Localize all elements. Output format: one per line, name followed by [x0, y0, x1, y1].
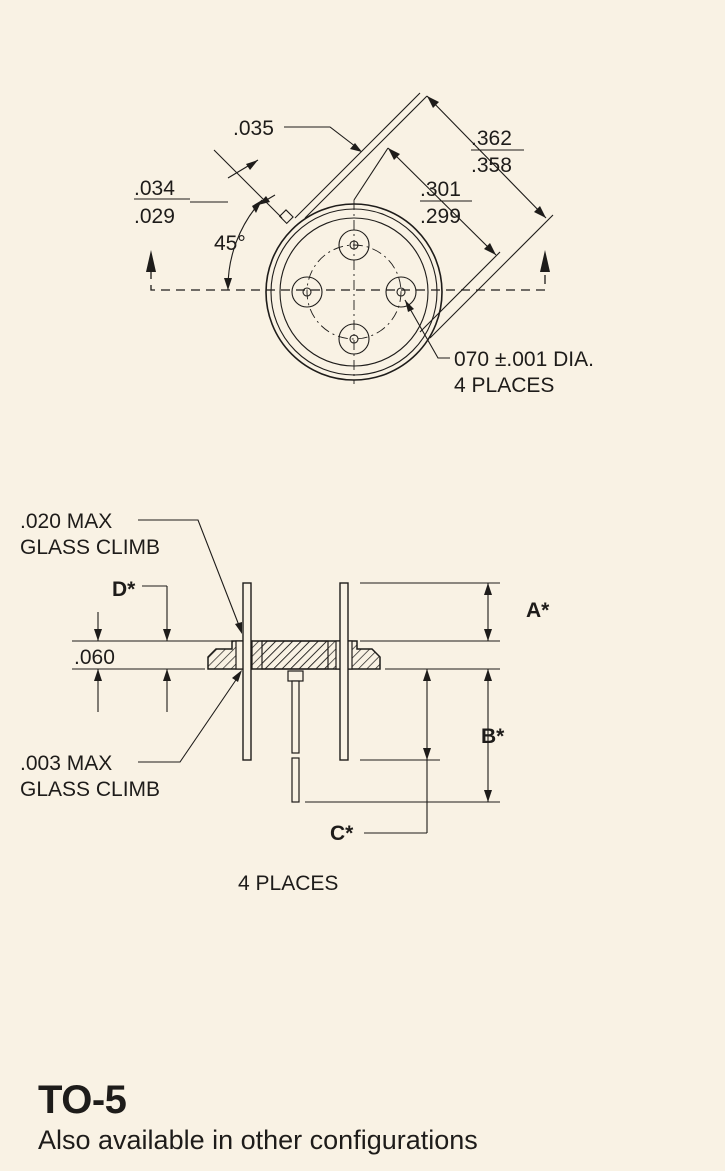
dim-line-362	[426, 95, 547, 219]
header-section	[207, 640, 381, 670]
leader-pin-dia	[404, 299, 450, 359]
leader-035	[284, 126, 361, 151]
leader-glass-top	[138, 519, 241, 629]
arrow-362-b	[534, 206, 546, 218]
dim-060-label: .060	[74, 646, 115, 669]
label-d: D*	[112, 578, 136, 601]
glass-top-line2: GLASS CLIMB	[20, 536, 160, 559]
caption: TO-5 Also available in other configurati…	[38, 1078, 478, 1156]
arrow-034-a	[246, 160, 258, 170]
dim-301-label: .301	[420, 178, 461, 201]
side-view: .020 MAX GLASS CLIMB D* .060 A* B* C* .0…	[20, 510, 550, 895]
ext-line-6	[353, 147, 389, 201]
arrow-angle-bottom	[224, 278, 232, 290]
leader-glass-bottom	[138, 673, 241, 763]
dim-299-label: .299	[420, 205, 461, 228]
label-a: A*	[526, 599, 550, 622]
pin-places-label: 4 PLACES	[454, 374, 554, 397]
arrow-362-a	[427, 96, 439, 108]
places-label: 4 PLACES	[238, 872, 338, 895]
section-arrow-left	[146, 250, 156, 272]
glass-bottom-line1: .003 MAX	[20, 752, 112, 775]
package-subtitle: Also available in other configurations	[38, 1125, 478, 1155]
pin-right-side	[339, 582, 349, 761]
pin-bottom	[338, 323, 370, 355]
arrow-301-b	[484, 243, 496, 255]
dim-034-label: .034	[134, 177, 175, 200]
ext-line-2	[294, 92, 421, 219]
angle-label: 45°	[214, 232, 246, 255]
dim-029-label: .029	[134, 205, 175, 228]
arrow-angle-top	[252, 200, 262, 213]
arrow-pin-dia	[405, 300, 414, 312]
pin-ground	[287, 670, 304, 803]
pin-left-side	[242, 582, 252, 761]
pin-top	[338, 229, 370, 261]
pin-left	[291, 276, 323, 308]
arrow-035	[350, 143, 362, 152]
ext-line-3	[304, 95, 428, 219]
dim-362-label: .362	[471, 127, 512, 150]
label-b: B*	[481, 725, 505, 748]
top-view: .035 .034 .029 45° .362 .358 .301 .299 0…	[134, 92, 594, 397]
ext-line-4	[429, 214, 554, 339]
pin-right	[385, 276, 417, 308]
pin-dia-label: 070 ±.001 DIA.	[454, 348, 594, 371]
label-c: C*	[330, 822, 354, 845]
glass-bottom-line2: GLASS CLIMB	[20, 778, 160, 801]
section-arrow-right	[540, 250, 550, 272]
package-title: TO-5	[38, 1078, 127, 1122]
arrow-034-b	[258, 196, 270, 205]
dim-358-label: .358	[471, 154, 512, 177]
arrow-301-a	[388, 148, 400, 160]
glass-top-line1: .020 MAX	[20, 510, 112, 533]
ext-line-5	[419, 251, 501, 333]
dim-035-label: .035	[233, 117, 274, 140]
header-rim-circle	[270, 208, 438, 376]
section-line	[150, 270, 546, 291]
ext-line-1	[213, 149, 283, 219]
orientation-tab	[278, 209, 294, 225]
